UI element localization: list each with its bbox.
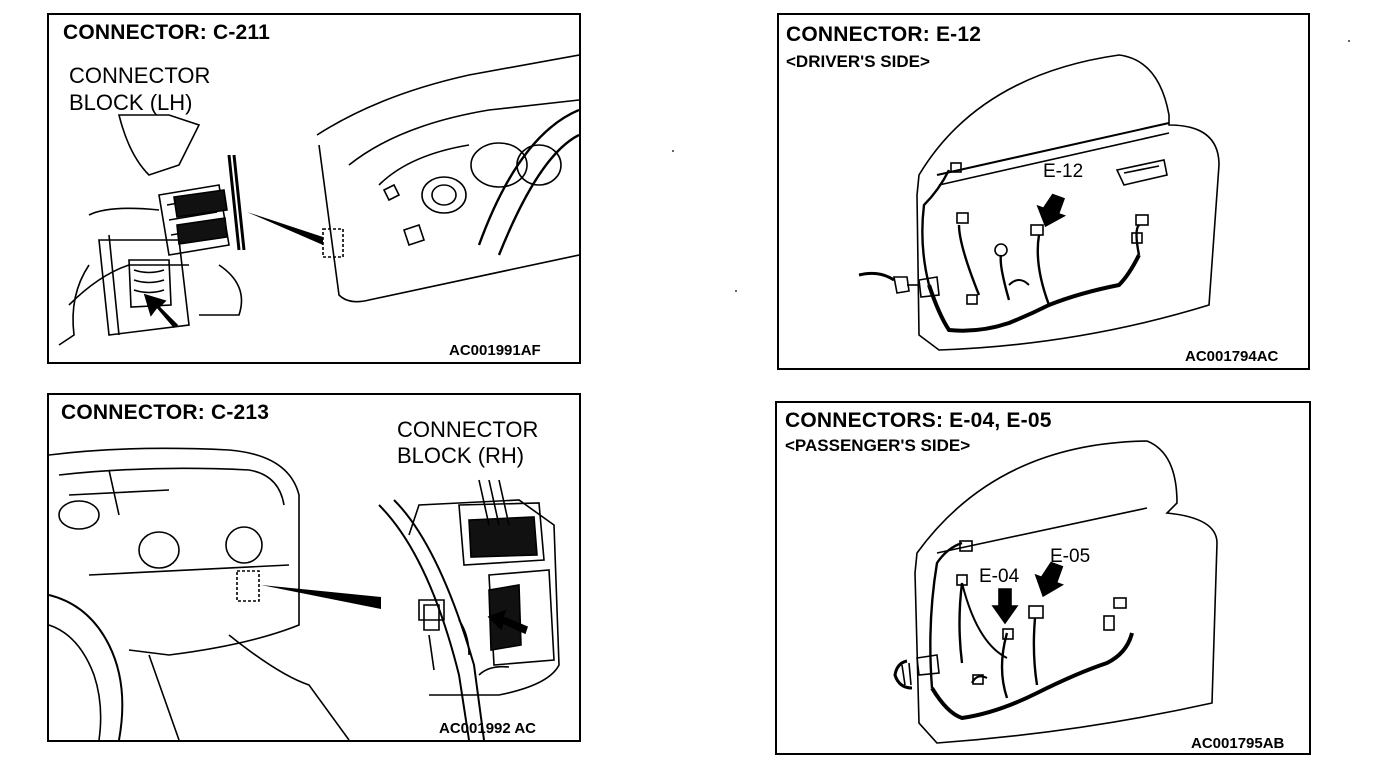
panel-title: CONNECTORS: E-04, E-05 [785,409,1052,432]
scan-speck [735,290,737,292]
figure-code: AC001794AC [1185,348,1279,365]
figure-code: AC001992 AC [439,720,536,737]
scan-speck [672,150,674,152]
diagram-panel-c211: CONNECTOR: C-211 CONNECTOR BLOCK (LH) AC… [47,13,581,364]
diagram-panel-e12: CONNECTOR: E-12 <DRIVER'S SIDE> E-12 AC0… [777,13,1310,370]
figure-code: AC001991AF [449,342,541,359]
connector-block-label-line2: BLOCK (RH) [397,443,525,468]
panel-title: CONNECTOR: C-211 [63,21,271,44]
connector-block-label-line1: CONNECTOR [397,417,539,442]
diagram-panel-e04-e05: CONNECTORS: E-04, E-05 <PASSENGER'S SIDE… [775,401,1311,755]
driver-door-illustration [858,54,1220,351]
dashboard-illustration-rh [49,447,560,740]
e05-callout-label: E-05 [1050,546,1091,567]
passenger-door-illustration [893,440,1218,744]
panel-subtitle: <PASSENGER'S SIDE> [785,436,971,455]
connector-block-label-line2: BLOCK (LH) [69,90,193,115]
scan-speck [1348,40,1350,42]
dashboard-illustration-lh [58,54,579,346]
diagram-panel-c213: CONNECTOR: C-213 CONNECTOR BLOCK (RH) AC… [47,393,581,742]
e12-callout-label: E-12 [1043,161,1084,182]
connector-block-label-line1: CONNECTOR [69,63,211,88]
panel-subtitle: <DRIVER'S SIDE> [786,52,930,71]
panel-title: CONNECTOR: E-12 [786,23,982,46]
figure-code: AC001795AB [1191,735,1285,752]
e04-callout-label: E-04 [979,566,1020,587]
panel-title: CONNECTOR: C-213 [61,401,270,424]
